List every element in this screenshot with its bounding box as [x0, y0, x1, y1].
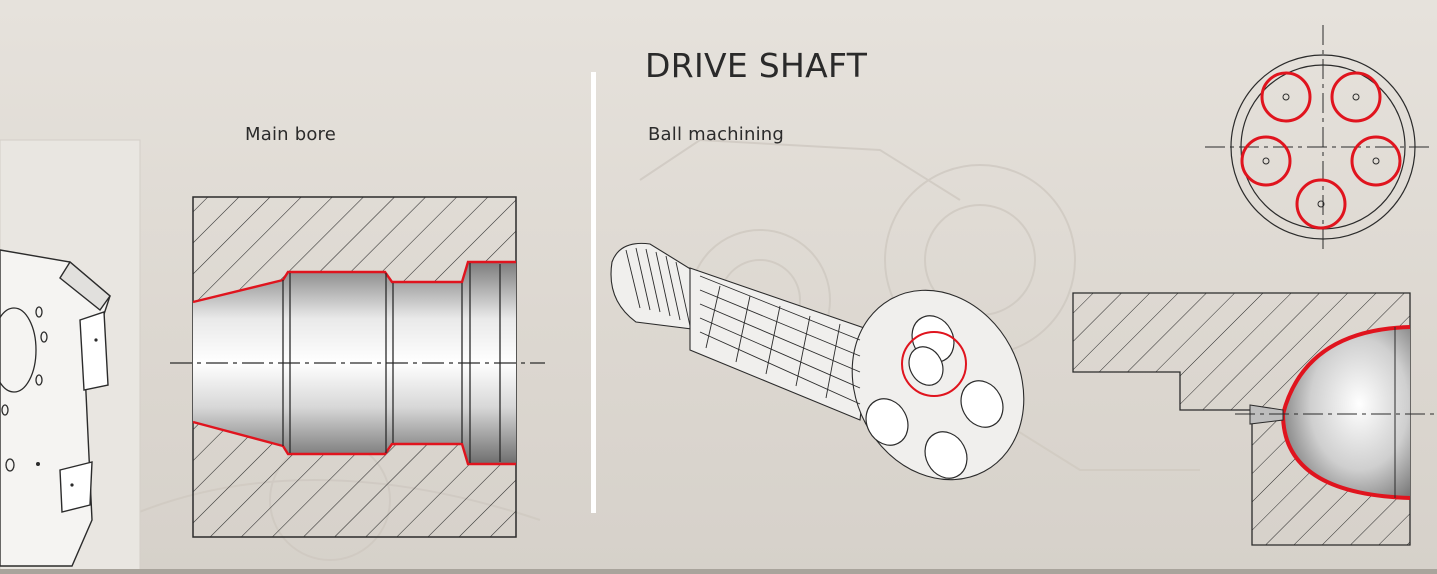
section-divider [591, 72, 596, 513]
page-title: DRIVE SHAFT [645, 46, 868, 85]
drive-shaft-iso-drawing [610, 242, 1025, 481]
ball-machining-label: Ball machining [648, 124, 785, 145]
main-bore-label: Main bore [245, 124, 337, 145]
housing-iso-drawing [0, 139, 141, 573]
main-bore-section-diagram [170, 196, 545, 538]
bottom-border [0, 569, 1437, 574]
